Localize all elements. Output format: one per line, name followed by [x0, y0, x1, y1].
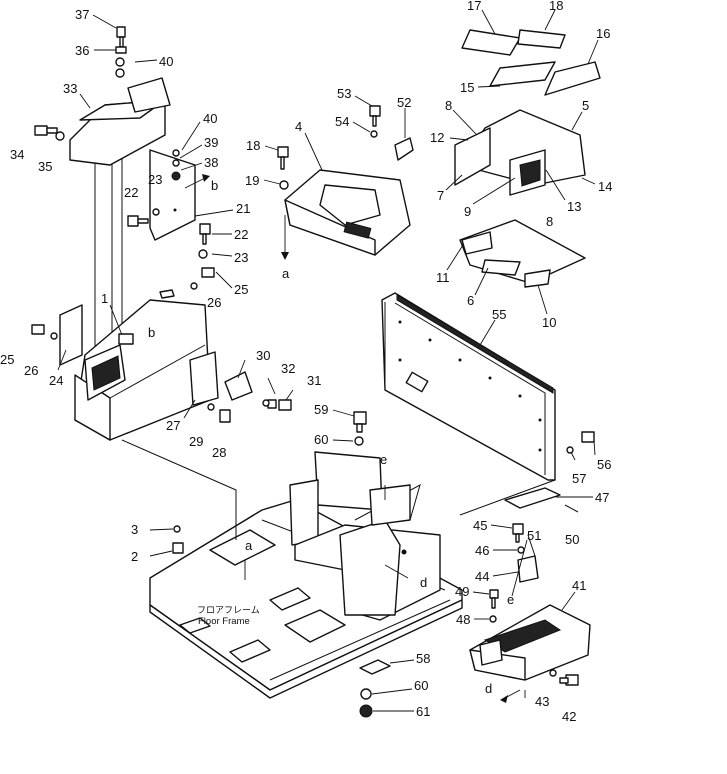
callout-22-right: 22 [234, 227, 248, 242]
callout-17: 17 [467, 0, 481, 13]
callout-33: 33 [63, 81, 77, 96]
cover-4 [284, 169, 411, 256]
callout-60-bottom: 60 [414, 678, 428, 693]
callout-55: 55 [492, 307, 506, 322]
callout-39: 39 [204, 135, 218, 150]
callout-60-top: 60 [314, 432, 328, 447]
callout-35: 35 [38, 159, 52, 174]
callout-42: 42 [562, 709, 576, 724]
callout-52: 52 [397, 95, 411, 110]
seat [289, 451, 441, 621]
ref-letter-b-arrow: b [211, 178, 218, 193]
callout-19: 18 [246, 138, 260, 153]
tray-5 [454, 109, 586, 196]
callout-25-left: 25 [0, 352, 14, 367]
callout-10: 10 [542, 315, 556, 330]
callout-41: 41 [572, 578, 586, 593]
callout-36: 36 [75, 43, 89, 58]
callout-40-side: 40 [203, 111, 217, 126]
callout-45: 45 [473, 518, 487, 533]
callout-1: 1 [101, 291, 108, 306]
callout-25-right: 25 [234, 282, 248, 297]
part-callouts: 37 36 40 33 34 35 40 39 38 23 22 21 22 2… [0, 0, 612, 724]
callout-47: 47 [595, 490, 609, 505]
reference-letters: b b a a e e d d [148, 178, 514, 696]
callout-29: 29 [189, 434, 203, 449]
reference-arrows [184, 174, 528, 703]
callout-56: 56 [597, 457, 611, 472]
rear-panel-55 [381, 292, 556, 516]
console-box-41 [469, 604, 591, 681]
callout-6: 6 [467, 293, 474, 308]
mats [459, 29, 601, 288]
callout-8-bottom: 8 [546, 214, 553, 229]
callout-14: 14 [598, 179, 612, 194]
ref-letter-a-cover: a [282, 266, 290, 281]
callout-50: 50 [565, 532, 579, 547]
callout-7: 7 [437, 188, 444, 203]
floor-frame: フロアフレーム Floor Frame [149, 499, 463, 699]
callout-37: 37 [75, 7, 89, 22]
callout-20: 19 [245, 173, 259, 188]
callout-2: 2 [131, 549, 138, 564]
callout-49: 49 [455, 584, 469, 599]
callout-3: 3 [131, 522, 138, 537]
floor-frame-en-label: Floor Frame [198, 616, 250, 627]
callout-48: 48 [456, 612, 470, 627]
callout-4: 4 [295, 119, 302, 134]
callout-18: 18 [549, 0, 563, 13]
callout-34: 34 [10, 147, 24, 162]
callout-16: 16 [596, 26, 610, 41]
ref-letter-d-seat: d [420, 575, 427, 590]
callout-9: 9 [464, 204, 471, 219]
callout-24: 24 [49, 373, 63, 388]
callout-26-left: 26 [24, 363, 38, 378]
ref-letter-d-box: d [485, 681, 492, 696]
callout-28: 28 [212, 445, 226, 460]
callout-30: 30 [256, 348, 270, 363]
callout-12: 12 [430, 130, 444, 145]
callout-26-right: 26 [207, 295, 221, 310]
callout-11: 11 [436, 270, 450, 285]
callout-43: 43 [535, 694, 549, 709]
callout-61: 61 [416, 704, 430, 719]
callout-46: 46 [475, 543, 489, 558]
callout-8-top: 8 [445, 98, 452, 113]
left-console [59, 77, 253, 540]
callout-53: 53 [337, 86, 351, 101]
callout-13: 13 [567, 199, 581, 214]
callout-44: 44 [475, 569, 489, 584]
floor-frame-jp-label: フロアフレーム [197, 605, 260, 615]
callout-23-left: 23 [148, 172, 162, 187]
fasteners [31, 26, 595, 718]
callout-27: 27 [166, 418, 180, 433]
callout-15: 15 [460, 80, 474, 95]
callout-23-right: 23 [234, 250, 248, 265]
callout-54: 54 [335, 114, 349, 129]
callout-31: 31 [307, 373, 321, 388]
ref-letter-e-bracket: e [507, 592, 514, 607]
callout-58: 58 [416, 651, 430, 666]
callout-40-top: 40 [159, 54, 173, 69]
callout-57: 57 [572, 471, 586, 486]
callout-21: 21 [236, 201, 250, 216]
ref-letter-e-seat: e [380, 452, 387, 467]
callout-22-left: 22 [124, 185, 138, 200]
callout-59: 59 [314, 402, 328, 417]
bracket-44-47 [504, 487, 579, 583]
ref-letter-a-floor: a [245, 538, 253, 553]
callout-32: 32 [281, 361, 295, 376]
ref-letter-b-console: b [148, 325, 155, 340]
callout-5: 5 [582, 98, 589, 113]
callout-38: 38 [204, 155, 218, 170]
callout-51: 51 [527, 528, 541, 543]
